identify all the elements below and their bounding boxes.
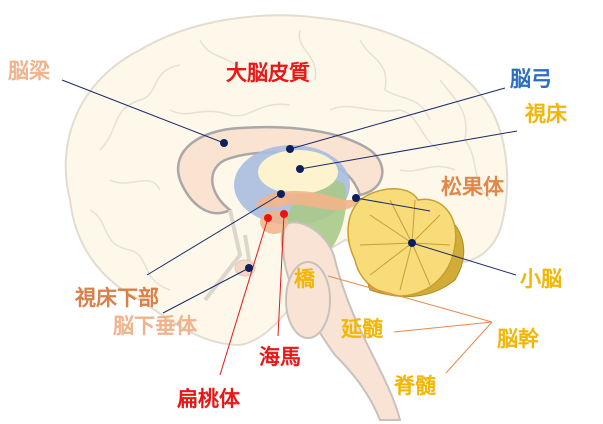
label-hypothalamus: 視床下部 bbox=[74, 286, 159, 310]
label-cerebral-cortex: 大脳皮質 bbox=[226, 61, 310, 85]
cerebellum-shape bbox=[347, 188, 457, 297]
label-pons: 橋 bbox=[294, 267, 316, 291]
red-dots bbox=[264, 210, 288, 222]
label-medulla: 延髄 bbox=[340, 317, 383, 341]
label-thalamus: 視床 bbox=[524, 102, 567, 126]
brainstem-bracket-lines bbox=[327, 275, 493, 374]
red-pointer-lines bbox=[219, 213, 285, 376]
label-pineal-body: 松果体 bbox=[441, 175, 505, 199]
pointer-lines bbox=[61, 79, 518, 314]
label-brainstem: 脳幹 bbox=[497, 327, 540, 351]
corpus-callosum-shape bbox=[176, 125, 384, 215]
label-corpus-callosum: 脳梁 bbox=[8, 59, 51, 83]
label-pituitary: 脳下垂体 bbox=[113, 314, 198, 338]
label-hippocampus: 海馬 bbox=[259, 345, 301, 369]
label-amygdala: 扁桃体 bbox=[177, 387, 241, 411]
pons-shape bbox=[285, 261, 331, 339]
label-spinal-cord: 脊髄 bbox=[393, 374, 436, 398]
label-fornix: 脳弓 bbox=[510, 67, 552, 91]
gyri-lines bbox=[89, 29, 491, 291]
cerebellum-folia bbox=[359, 199, 451, 291]
pointer-dots bbox=[220, 139, 416, 272]
label-cerebellum: 小脳 bbox=[520, 267, 562, 291]
